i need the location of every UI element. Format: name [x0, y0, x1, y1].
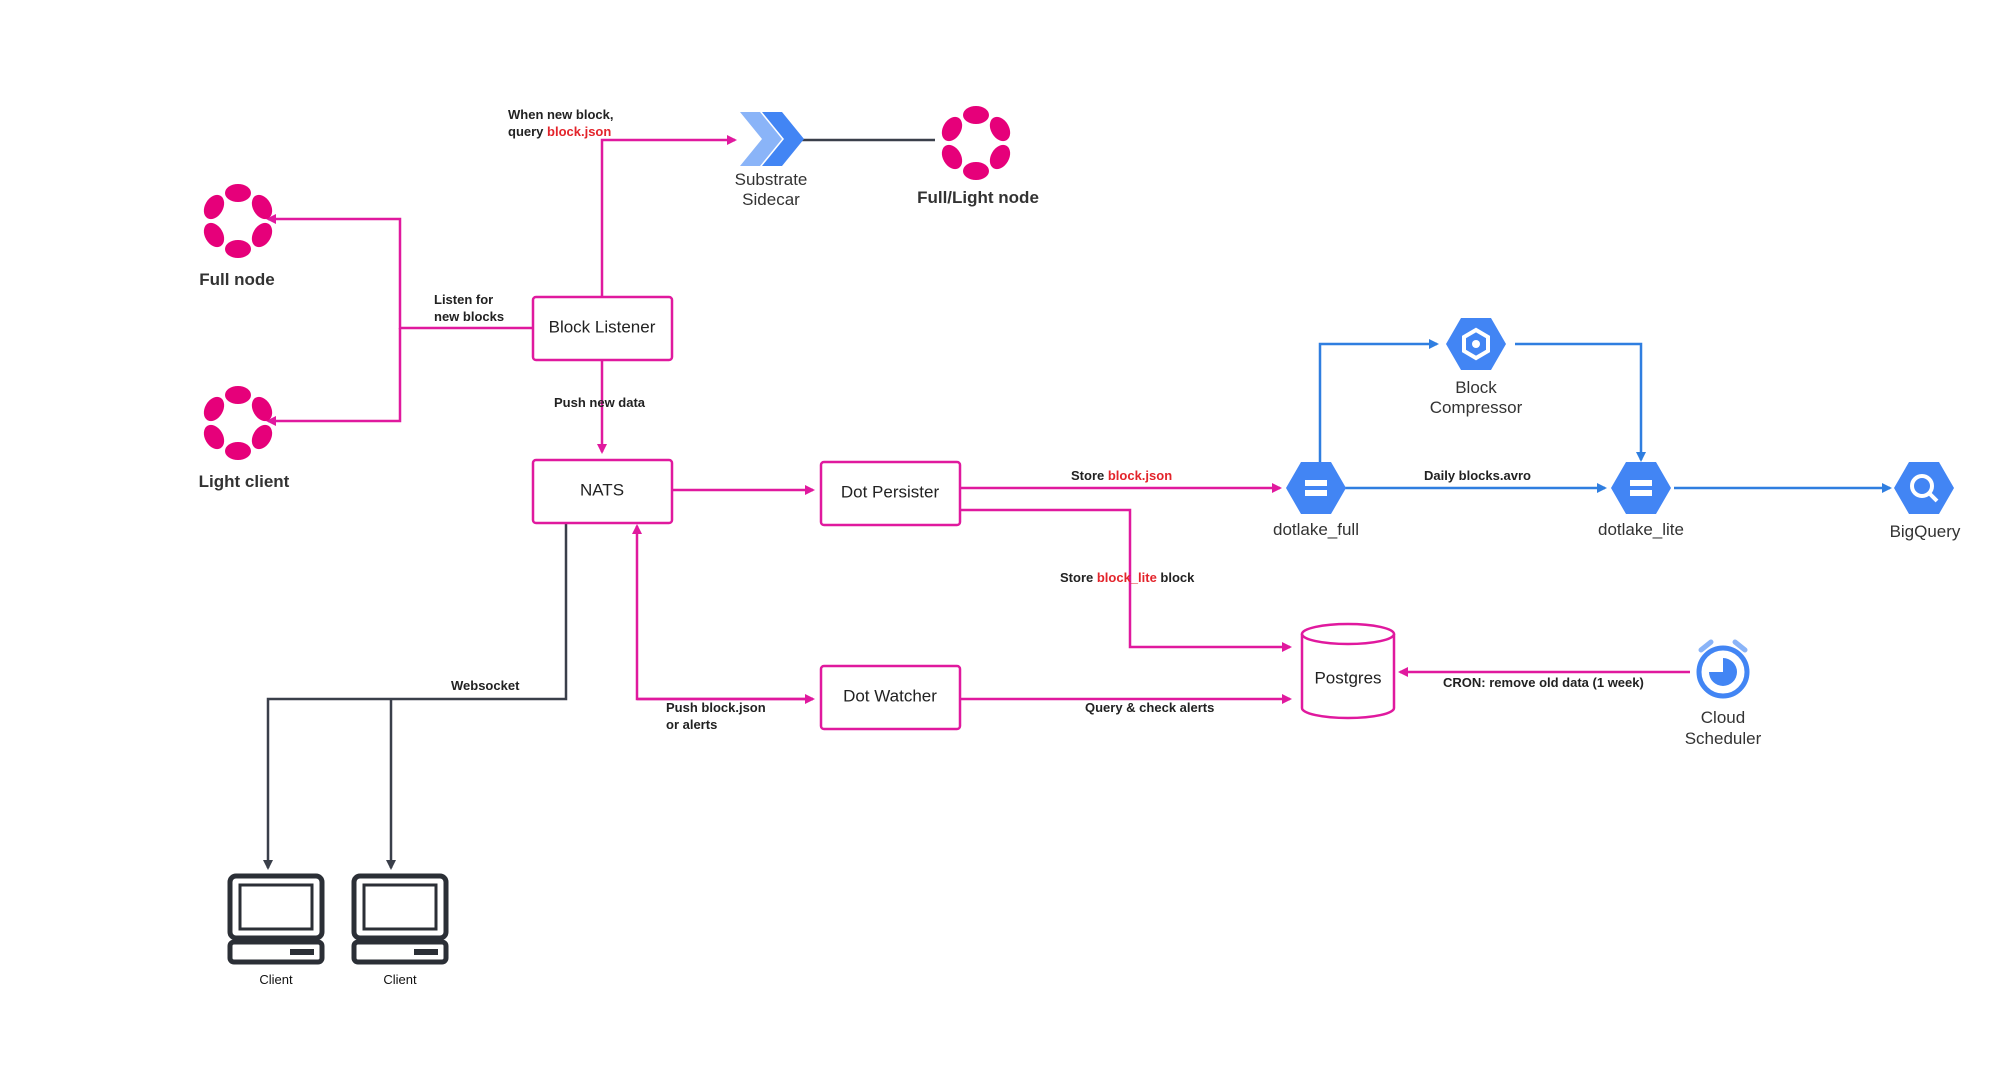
edge-label-push-block-2: or alerts	[666, 717, 717, 732]
edge-persister-to-postgres	[960, 508, 1292, 652]
full-light-node-icon	[937, 106, 1015, 180]
block-compressor-icon	[1446, 318, 1506, 370]
edge-nats-to-client-1	[263, 524, 568, 870]
edge-label-store-block-lite: Store block_lite block	[1060, 570, 1195, 585]
dot-watcher-box: Dot Watcher	[819, 664, 962, 731]
edge-watcher-to-nats	[632, 524, 813, 701]
edge-label-listen-1: Listen for	[434, 292, 493, 307]
edge-label-push-block-1: Push block.json	[666, 700, 766, 715]
edge-dotlake-full-to-compressor	[1318, 339, 1439, 462]
client-1-label: Client	[259, 972, 293, 987]
client-1-computer-icon	[230, 876, 322, 962]
light-client-label: Light client	[199, 472, 290, 491]
client-2-computer-icon	[354, 876, 446, 962]
block-listener-label: Block Listener	[549, 317, 656, 336]
edge-listener-to-sidecar	[600, 135, 737, 297]
dotlake-lite-label: dotlake_lite	[1598, 520, 1684, 539]
substrate-sidecar-icon	[740, 112, 804, 166]
dot-persister-label: Dot Persister	[841, 482, 940, 501]
edge-listener-to-nodes	[266, 214, 533, 330]
dotlake-lite-icon	[1611, 462, 1671, 514]
cloud-scheduler-label-2: Scheduler	[1685, 729, 1762, 748]
postgres-label: Postgres	[1314, 668, 1381, 687]
postgres-database: Postgres	[1300, 622, 1396, 720]
edge-label-websocket: Websocket	[451, 678, 520, 693]
full-light-node-label: Full/Light node	[917, 188, 1039, 207]
substrate-sidecar-label-1: Substrate	[735, 170, 808, 189]
dotlake-full-icon	[1286, 462, 1346, 514]
dot-persister-box: Dot Persister	[819, 460, 962, 527]
edge-label-cron: CRON: remove old data (1 week)	[1443, 675, 1644, 690]
bigquery-icon	[1894, 462, 1954, 514]
edge-compressor-to-dotlake-lite	[1515, 342, 1646, 462]
bigquery-label: BigQuery	[1890, 522, 1961, 541]
edge-label-store-block-json: Store block.json	[1071, 468, 1172, 483]
dot-watcher-label: Dot Watcher	[843, 686, 937, 705]
cloud-scheduler-label-1: Cloud	[1701, 708, 1745, 727]
block-compressor-label-2: Compressor	[1430, 398, 1523, 417]
nats-box: NATS	[531, 458, 674, 525]
edge-label-daily-blocks: Daily blocks.avro	[1424, 468, 1531, 483]
client-2-label: Client	[383, 972, 417, 987]
block-listener-box: Block Listener	[531, 295, 674, 362]
edge-label-query-check: Query & check alerts	[1085, 700, 1214, 715]
nats-label: NATS	[580, 480, 624, 499]
full-node-label: Full node	[199, 270, 275, 289]
edge-label-when-new-block-2: query block.json	[508, 124, 611, 139]
edge-label-when-new-block-1: When new block,	[508, 107, 613, 122]
substrate-sidecar-label-2: Sidecar	[742, 190, 800, 209]
edge-label-listen-2: new blocks	[434, 309, 504, 324]
edge-label-push-new-data: Push new data	[554, 395, 646, 410]
light-client-icon	[199, 386, 277, 460]
full-node-icon	[199, 184, 277, 258]
edge-listener-to-light-client	[266, 328, 402, 426]
block-compressor-label-1: Block	[1455, 378, 1497, 397]
dotlake-full-label: dotlake_full	[1273, 520, 1359, 539]
cloud-scheduler-icon	[1696, 639, 1750, 699]
